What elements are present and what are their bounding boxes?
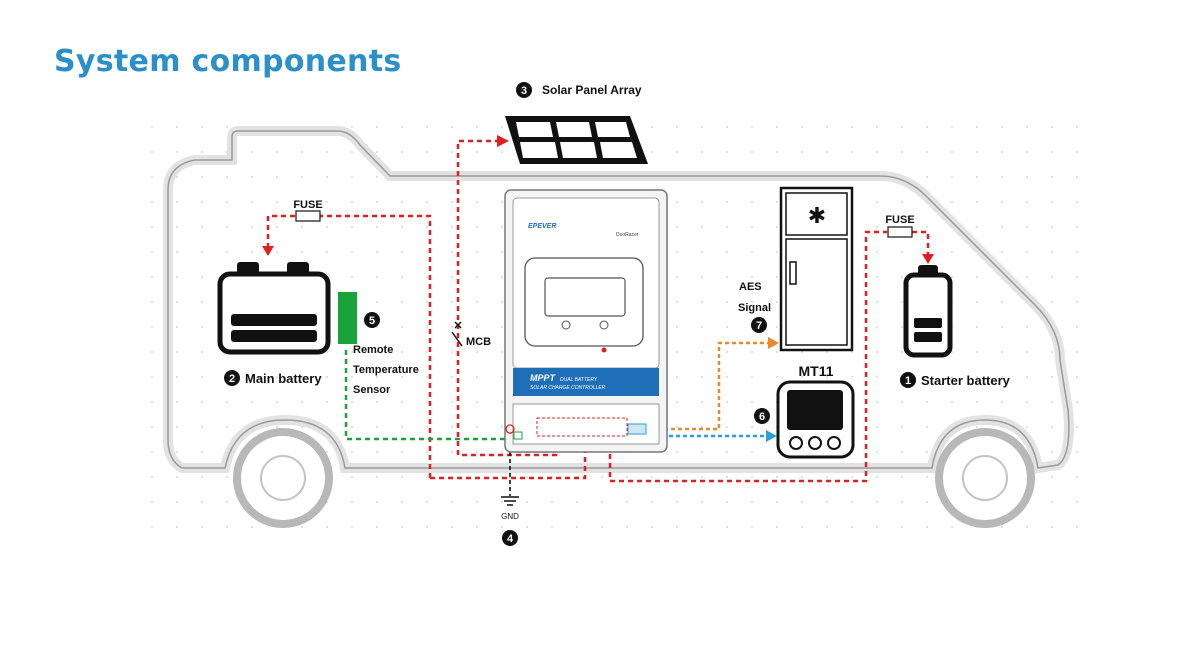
- starter-battery-wire: [608, 230, 930, 483]
- fuse-right-label: FUSE: [885, 214, 914, 226]
- arrow-to-starter-battery: [922, 254, 934, 264]
- temperature-sensor: [338, 292, 357, 344]
- solar-label: Solar Panel Array: [542, 83, 642, 97]
- svg-text:5: 5: [369, 315, 375, 327]
- controller-badge-sub2: SOLAR CHARGE CONTROLLER: [530, 385, 606, 391]
- main-battery: [217, 262, 331, 355]
- van-outline: [163, 126, 1074, 474]
- mcb-label: MCB: [466, 336, 491, 348]
- gnd-badge: 4: [502, 530, 518, 546]
- mt11-display: [776, 380, 855, 459]
- svg-text:7: 7: [756, 320, 762, 332]
- solar-wire: [456, 139, 558, 457]
- aes-label-line1: AES: [739, 281, 762, 293]
- controller-model: DuoRacer: [616, 232, 639, 238]
- arrow-to-mt11: [766, 430, 777, 442]
- sensor-label-line3: Sensor: [353, 384, 391, 396]
- front-wheel: [233, 428, 333, 528]
- mt11-badge: 6: [754, 408, 770, 424]
- starter-battery-label: Starter battery: [921, 373, 1011, 388]
- charge-controller: [504, 189, 668, 453]
- solar-badge: 3: [516, 82, 532, 98]
- fuse-right: [887, 226, 913, 238]
- sensor-label-line1: Remote: [353, 344, 393, 356]
- mt11-label: MT11: [798, 363, 833, 379]
- gnd-label: GND: [501, 512, 519, 521]
- aes-label-line2: Signal: [738, 302, 771, 314]
- fuse-left: [295, 210, 321, 222]
- page-title: System components: [54, 44, 402, 79]
- ground-symbol: [501, 496, 519, 506]
- controller-brand: EPEVER: [528, 223, 556, 230]
- arrow-to-solar: [497, 135, 509, 147]
- fridge: [779, 186, 854, 352]
- mcb-switch: [451, 321, 463, 347]
- fuse-left-label: FUSE: [293, 199, 322, 211]
- sensor-wire: [344, 350, 510, 441]
- controller-badge-sub1: DUAL BATTERY: [560, 377, 598, 383]
- controller-badge-title: MPPT: [530, 373, 557, 383]
- rear-wheel: [935, 428, 1035, 528]
- starter-battery-badge: 1: [900, 372, 916, 388]
- main-battery-label: Main battery: [245, 371, 322, 386]
- sensor-badge: 5: [364, 312, 380, 328]
- main-battery-badge: 2: [224, 370, 240, 386]
- svg-text:6: 6: [759, 411, 765, 423]
- arrow-to-fridge: [768, 337, 779, 349]
- aes-badge: 7: [751, 317, 767, 333]
- sensor-label-line2: Temperature: [353, 364, 419, 376]
- aes-wire: [650, 341, 770, 431]
- svg-text:3: 3: [521, 85, 527, 97]
- svg-text:4: 4: [507, 533, 514, 545]
- arrow-to-main-battery: [262, 246, 274, 256]
- main-battery-wire: [266, 214, 587, 480]
- solar-panel-array: [505, 116, 648, 164]
- svg-text:2: 2: [229, 373, 235, 385]
- starter-battery: [903, 265, 953, 358]
- svg-text:1: 1: [905, 375, 911, 387]
- fridge-star-icon: ✱: [808, 204, 826, 229]
